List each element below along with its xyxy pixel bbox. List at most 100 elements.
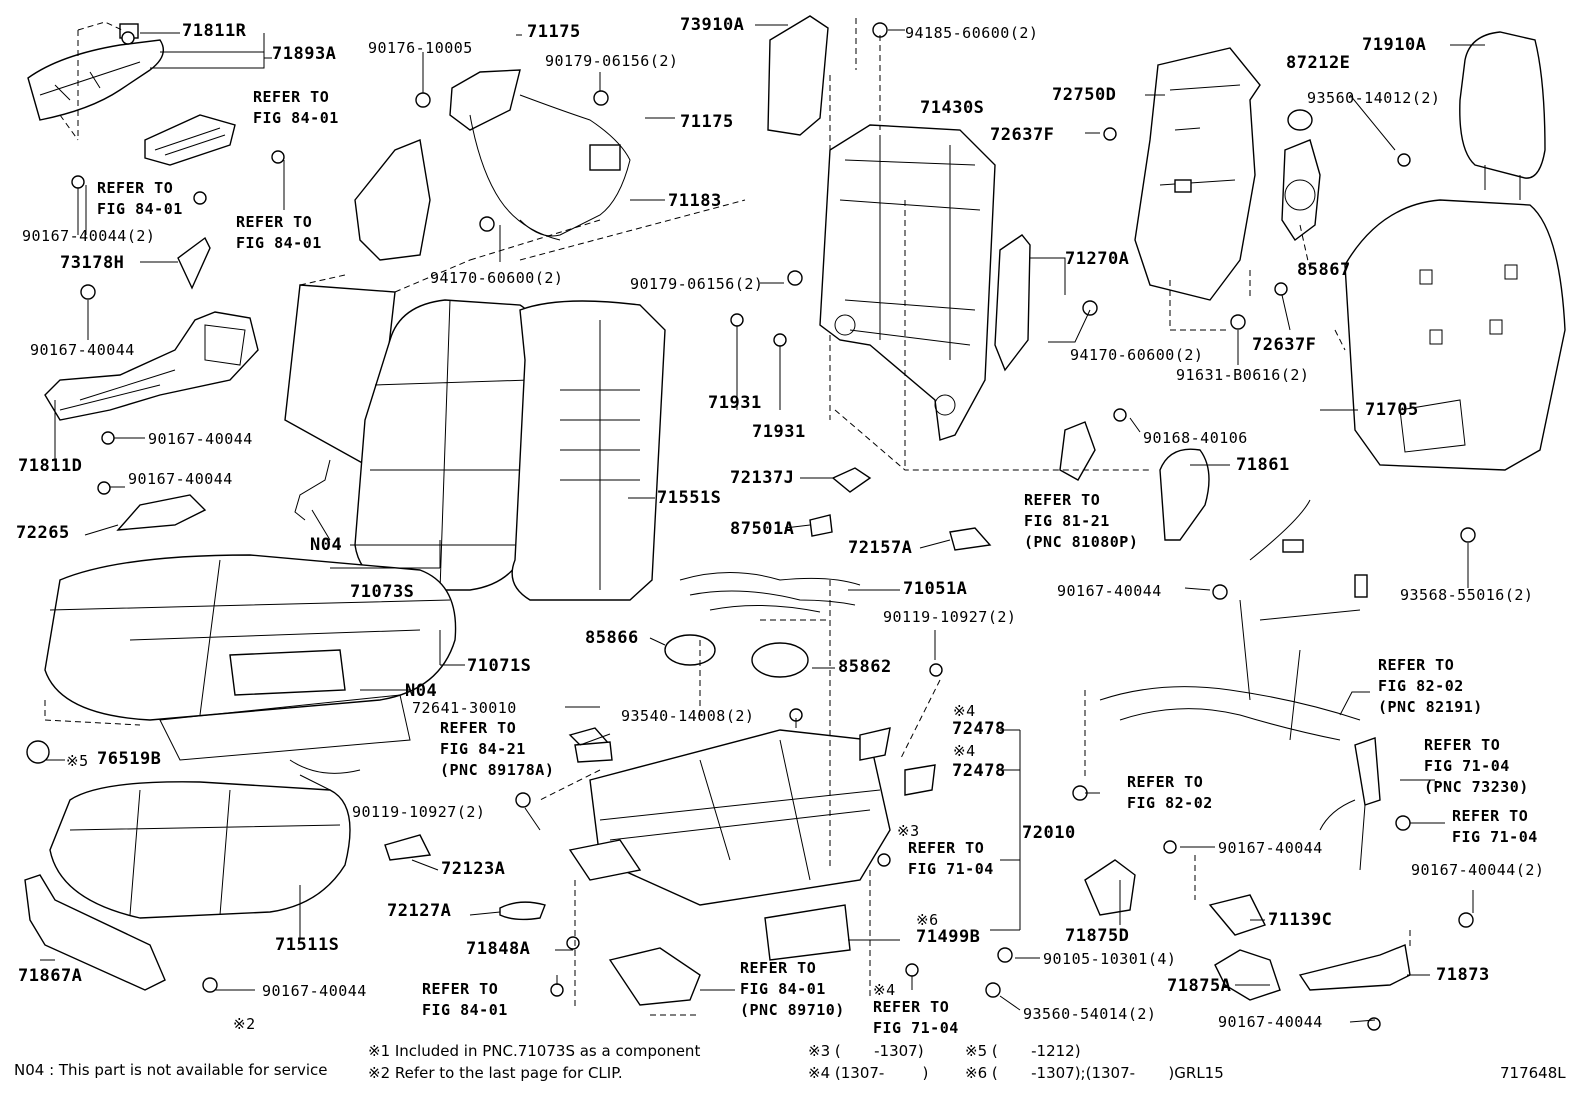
part-71931-pins bbox=[730, 313, 787, 400]
label-93560-54014: 93560-54014(2) bbox=[1023, 1005, 1157, 1023]
label-71867a: 71867A bbox=[18, 966, 83, 986]
bolt-icons-left bbox=[71, 150, 285, 495]
label-73910a: 73910A bbox=[680, 15, 745, 35]
label-72137j: 72137J bbox=[730, 468, 795, 488]
label-71270a: 71270A bbox=[1065, 249, 1130, 269]
part-73910a-pad bbox=[767, 15, 829, 136]
refer-fig-82-02-pnc: REFER TO FIG 82-02 (PNC 82191) bbox=[1378, 656, 1483, 716]
refer-fig-84-21: REFER TO FIG 84-21 (PNC 89178A) bbox=[440, 719, 555, 779]
refer-fig-84-01-d: REFER TO FIG 84-01 bbox=[422, 980, 508, 1019]
footer-note-4: ※4 (1307- ) bbox=[808, 1064, 929, 1082]
part-bracket-x1 bbox=[354, 139, 431, 261]
part-87501a bbox=[809, 514, 833, 537]
label-71499b: 71499B bbox=[916, 927, 981, 947]
label-72123a: 72123A bbox=[441, 859, 506, 879]
label-71175-mid: 71175 bbox=[680, 112, 734, 132]
part-71051a-spring bbox=[679, 572, 861, 613]
part-73178h bbox=[177, 236, 211, 290]
footer-note-2: ※2 Refer to the last page for CLIP. bbox=[368, 1064, 623, 1082]
label-73178h: 73178H bbox=[60, 253, 125, 273]
label-72127a: 72127A bbox=[387, 901, 452, 921]
leader-lines bbox=[40, 24, 1485, 1023]
footer-note-1: ※1 Included in PNC.71073S as a component bbox=[368, 1042, 701, 1060]
label-94185-60600: 94185-60600(2) bbox=[905, 24, 1039, 42]
label-71183: 71183 bbox=[668, 191, 722, 211]
part-72010-seat-track bbox=[568, 727, 936, 906]
part-85862-motor bbox=[664, 634, 809, 678]
label-94170-60600-right: 94170-60600(2) bbox=[1070, 346, 1204, 364]
label-72637f-top: 72637F bbox=[990, 125, 1055, 145]
label-x4-b: ※4 bbox=[953, 742, 976, 760]
label-x4-a: ※4 bbox=[953, 702, 976, 720]
part-72750d-panel bbox=[1134, 47, 1261, 301]
label-85867: 85867 bbox=[1297, 260, 1351, 280]
label-72157a: 72157A bbox=[848, 538, 913, 558]
part-71073s-seatback-cover bbox=[284, 284, 666, 601]
part-72127a bbox=[499, 901, 546, 921]
label-x4-c: ※4 bbox=[873, 981, 896, 999]
part-73230-buckle bbox=[1319, 737, 1381, 871]
part-71811d-shield bbox=[44, 311, 259, 421]
refer-fig-71-04-a: REFER TO FIG 71-04 bbox=[1452, 807, 1538, 846]
label-72478-a: 72478 bbox=[952, 719, 1006, 739]
label-90119-10927-top: 90119-10927(2) bbox=[883, 608, 1017, 626]
label-90179-06156-top: 90179-06156(2) bbox=[545, 52, 679, 70]
label-90167-40044-b: 90167-40044 bbox=[148, 430, 253, 448]
label-90176-10005: 90176-10005 bbox=[368, 39, 473, 57]
label-71175-top: 71175 bbox=[527, 22, 581, 42]
part-71861-harness bbox=[1099, 448, 1368, 741]
label-72750d: 72750D bbox=[1052, 85, 1117, 105]
part-switch-base bbox=[608, 947, 701, 1006]
label-72637f-bottom: 72637F bbox=[1252, 335, 1317, 355]
refer-fig-84-01-b: REFER TO FIG 84-01 bbox=[97, 179, 183, 218]
footer-note-3: ※3 ( -1307) bbox=[808, 1042, 924, 1060]
label-71811r: 71811R bbox=[182, 21, 247, 41]
label-90105-10301: 90105-10301(4) bbox=[1043, 950, 1177, 968]
label-72641-30010: 72641-30010 bbox=[412, 699, 517, 717]
label-71511s: 71511S bbox=[275, 935, 340, 955]
footer-n04-note: N04 : This part is not available for ser… bbox=[14, 1061, 328, 1079]
label-94170-60600-left: 94170-60600(2) bbox=[430, 269, 564, 287]
label-71430s: 71430S bbox=[920, 98, 985, 118]
label-85862: 85862 bbox=[838, 657, 892, 677]
footer-note-6: ※6 ( -1307);(1307- )GRL15 bbox=[965, 1064, 1224, 1082]
label-93540-14008: 93540-14008(2) bbox=[621, 707, 755, 725]
label-90167-40044-2-right: 90167-40044(2) bbox=[1411, 861, 1545, 879]
refer-fig-84-01-c: REFER TO FIG 84-01 bbox=[236, 213, 322, 252]
label-90167-40044-c: 90167-40044 bbox=[128, 470, 233, 488]
label-71551s: 71551S bbox=[657, 488, 722, 508]
refer-fig-71-04-c: REFER TO FIG 71-04 bbox=[873, 998, 959, 1037]
figure-code: 717648L bbox=[1500, 1064, 1566, 1082]
label-90167-40044-2-left: 90167-40044(2) bbox=[22, 227, 156, 245]
label-71931-a: 71931 bbox=[708, 393, 762, 413]
label-71875a: 71875A bbox=[1167, 976, 1232, 996]
label-90167-40044-a: 90167-40044 bbox=[30, 341, 135, 359]
part-71139c bbox=[1208, 894, 1266, 936]
label-90179-06156-mid: 90179-06156(2) bbox=[630, 275, 764, 293]
label-71051a: 71051A bbox=[903, 579, 968, 599]
part-71875d bbox=[1084, 859, 1136, 916]
part-71873 bbox=[1298, 944, 1411, 991]
refer-fig-71-04-pnc: REFER TO FIG 71-04 (PNC 73230) bbox=[1424, 736, 1529, 796]
part-72123a bbox=[384, 834, 432, 861]
label-71073s: 71073S bbox=[350, 582, 415, 602]
refer-fig-81-21: REFER TO FIG 81-21 (PNC 81080P) bbox=[1024, 491, 1139, 551]
part-76519b bbox=[26, 740, 50, 764]
label-90167-40044-d: 90167-40044 bbox=[1057, 582, 1162, 600]
label-72010: 72010 bbox=[1022, 823, 1076, 843]
label-71139c: 71139C bbox=[1268, 910, 1333, 930]
label-71931-b: 71931 bbox=[752, 422, 806, 442]
assembly-dash-lines bbox=[44, 35, 1411, 1016]
footer-note-5: ※5 ( -1212) bbox=[965, 1042, 1081, 1060]
part-71867a bbox=[24, 874, 166, 991]
label-x3: ※3 bbox=[897, 822, 920, 840]
label-85866: 85866 bbox=[585, 628, 639, 648]
label-91631-b0616: 91631-B0616(2) bbox=[1176, 366, 1310, 384]
label-71873: 71873 bbox=[1436, 965, 1490, 985]
label-87212e: 87212E bbox=[1286, 53, 1351, 73]
label-72265: 72265 bbox=[16, 523, 70, 543]
label-x6: ※6 bbox=[916, 911, 939, 929]
part-71430s-back-frame bbox=[819, 124, 996, 441]
label-93560-14012: 93560-14012(2) bbox=[1307, 89, 1441, 107]
